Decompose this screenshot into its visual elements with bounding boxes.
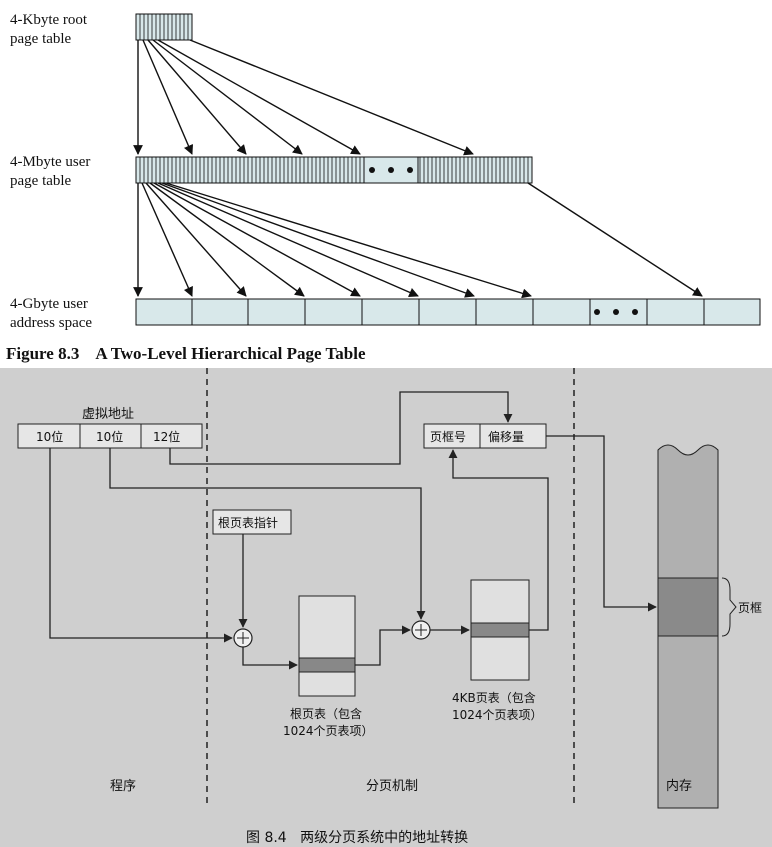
user-page-table	[135, 156, 533, 184]
ellipsis-dot	[632, 309, 638, 315]
address-space-label-line2: address space	[10, 315, 92, 331]
figure-8-4-caption: 图 8.4 两级分页系统中的地址转换	[246, 829, 468, 846]
section-memory-label: 内存	[666, 778, 692, 794]
page-table-block	[470, 579, 530, 681]
ellipsis-dot	[369, 167, 375, 173]
ellipsis-dot	[407, 167, 413, 173]
root-page-table	[135, 13, 193, 41]
root-page-table-block	[298, 595, 356, 697]
ellipsis-dot	[388, 167, 394, 173]
root-to-user-table-arrows	[133, 39, 474, 156]
table-bits-field: 10位	[96, 429, 123, 444]
adder-page-table	[411, 620, 431, 640]
page-table-label-line1: 4KB页表（包含	[452, 690, 536, 705]
ellipsis-dot	[594, 309, 600, 315]
translation-arrows	[49, 391, 657, 670]
root-pointer-label: 根页表指针	[218, 515, 278, 530]
offset-field: 偏移量	[488, 429, 524, 444]
ellipsis-dot	[613, 309, 619, 315]
physical-address-box: 页框号 偏移量	[423, 423, 547, 449]
section-paging-label: 分页机制	[366, 779, 418, 794]
root-table-label-line2: page table	[10, 31, 72, 47]
page-table-label-line2: 1024个页表项）	[452, 708, 543, 722]
user-table-label-line2: page table	[10, 173, 72, 189]
user-table-label-line1: 4-Mbyte user	[10, 154, 90, 170]
root-table-label-line1: 4-Kbyte root	[10, 12, 88, 28]
memory-block	[657, 444, 737, 809]
virtual-address-box: 10位 10位 12位	[17, 423, 203, 449]
root-pointer-box: 根页表指针	[212, 509, 292, 535]
dir-bits-field: 10位	[36, 429, 63, 444]
two-level-page-table-diagram: 4-Kbyte root page table 4-Mbyte user pag…	[10, 12, 761, 331]
frame-label: 页框	[738, 601, 762, 615]
root-table-label-line1: 根页表（包含	[290, 706, 362, 721]
address-space-label-line1: 4-Gbyte user	[10, 296, 88, 312]
offset-bits-field: 12位	[153, 429, 180, 444]
user-table-to-address-space-arrows	[133, 182, 703, 299]
user-address-space	[135, 298, 761, 326]
section-program-label: 程序	[110, 779, 136, 794]
virtual-address-label: 虚拟地址	[82, 407, 134, 422]
root-table-label-line2: 1024个页表项）	[283, 724, 374, 738]
frame-number-field: 页框号	[430, 430, 466, 444]
adder-root	[233, 628, 253, 648]
figure-8-3-caption: Figure 8.3 A Two-Level Hierarchical Page…	[6, 344, 366, 363]
address-translation-diagram: 虚拟地址 10位 10位 12位 根页表指针 页框号 偏移量 根页表（包含 10…	[0, 368, 772, 847]
